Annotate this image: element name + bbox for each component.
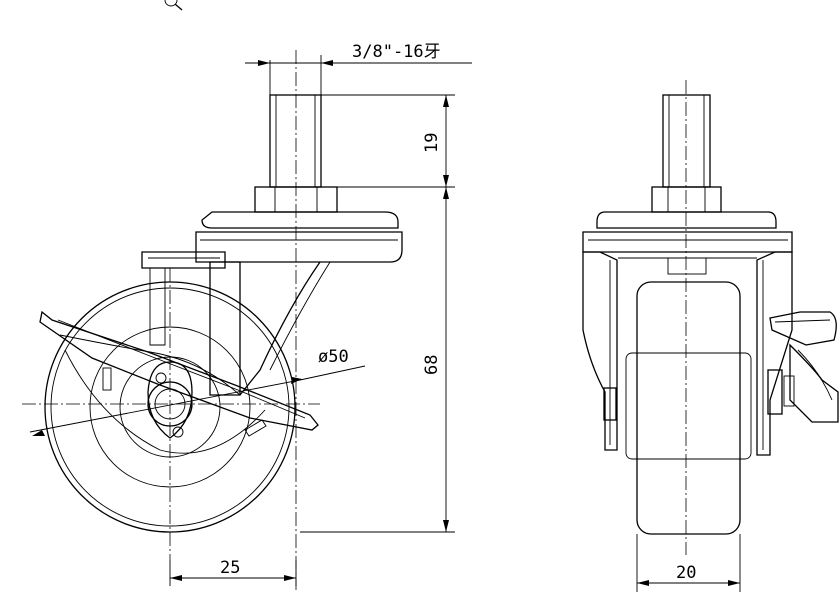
side-view: ø50 — [22, 50, 403, 590]
stem-length-dimension — [443, 95, 449, 187]
wheel-width-label: 20 — [676, 563, 696, 583]
hex-nut-front — [651, 186, 722, 213]
offset-label: 25 — [220, 558, 240, 578]
thread-spec-label: 3/8"-16牙 — [352, 42, 441, 62]
wheel-front — [625, 281, 752, 535]
stem-length-label: 19 — [422, 133, 442, 153]
front-view — [582, 80, 839, 555]
brake-lever-side — [39, 310, 319, 454]
thread-dimension — [245, 55, 472, 95]
diameter-leader — [29, 365, 366, 436]
magnifier-icon[interactable] — [164, 0, 183, 11]
top-plate-side — [195, 211, 403, 263]
offset-dimension — [169, 560, 297, 586]
wheel-diameter-label: ø50 — [318, 347, 349, 367]
threaded-stem-front — [662, 94, 711, 188]
total-height-dimension — [443, 187, 449, 532]
total-height-label: 68 — [422, 355, 442, 375]
wheel-width-dimension — [636, 534, 741, 592]
brake-pedal-front — [769, 311, 839, 423]
